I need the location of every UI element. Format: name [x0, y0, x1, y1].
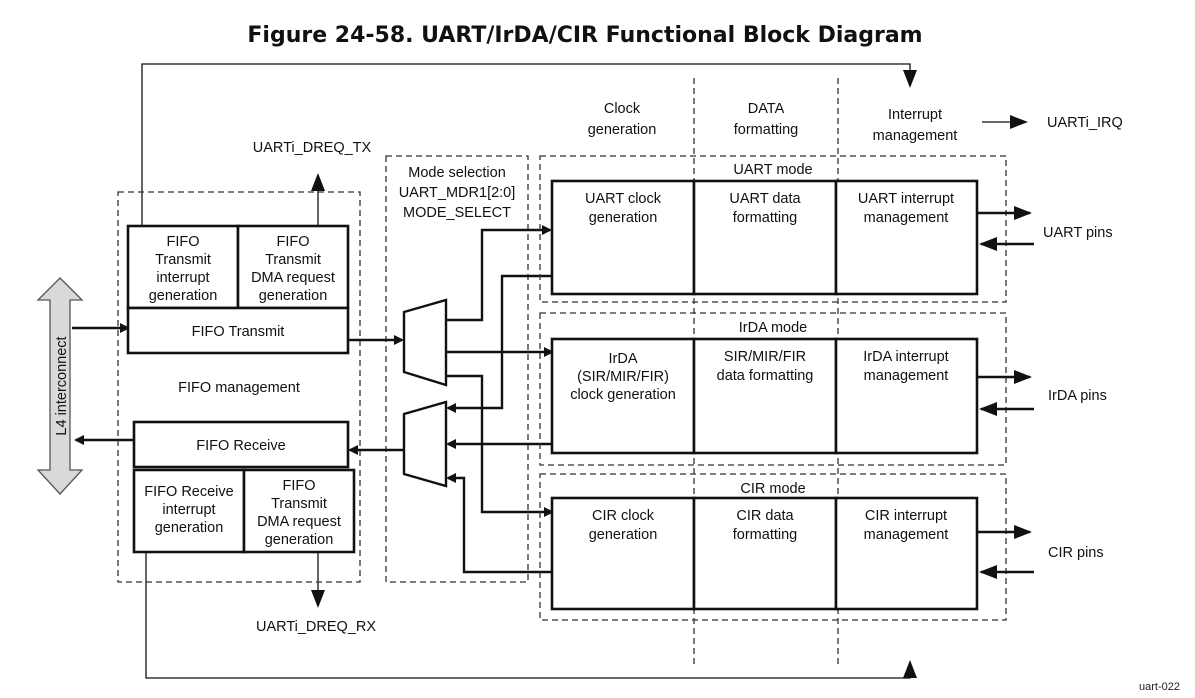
- cir-pins-label: CIR pins: [1048, 545, 1104, 561]
- fifo-rx-dma-box: [242, 468, 356, 554]
- tx-interrupt-feedback-wire: [141, 63, 917, 226]
- uart-clock-line2: generation: [589, 210, 658, 226]
- fifo-tx-dma-line4: generation: [259, 288, 328, 304]
- uart-mode-label: UART mode: [733, 162, 812, 178]
- cir-clock-box: [550, 496, 696, 611]
- irda-clock-box: [550, 337, 696, 455]
- fifo-tx-dma-line2: Transmit: [265, 252, 321, 268]
- irq-label: UARTi_IRQ: [1047, 115, 1123, 131]
- fifo-tx-interrupt-line4: generation: [149, 288, 218, 304]
- fifo-receive-box: [132, 420, 350, 469]
- irda-data-line2: data formatting: [717, 368, 814, 384]
- fifo-tx-interrupt-line2: Transmit: [155, 252, 211, 268]
- irda-pins-label: IrDA pins: [1048, 388, 1107, 404]
- cir-clock-line2: generation: [589, 527, 658, 543]
- column-header-interrupt-line1: Interrupt: [888, 107, 942, 123]
- irda-data-line1: SIR/MIR/FIR: [724, 349, 806, 365]
- fifo-tx-interrupt-line3: interrupt: [156, 270, 209, 286]
- cir-mode-group: [539, 473, 1007, 621]
- demux-to-uart-wire: [446, 225, 552, 322]
- fifo-transmit-label: FIFO Transmit: [192, 324, 285, 340]
- uart-data-line2: formatting: [733, 210, 797, 226]
- column-header-data-line1: DATA: [748, 101, 785, 117]
- uart-clock-line1: UART clock: [585, 191, 662, 207]
- cir-interrupt-box: [834, 496, 979, 611]
- mode-selection-line2: UART_MDR1[2:0]: [399, 185, 516, 201]
- uart-data-line1: UART data: [729, 191, 801, 207]
- cir-data-line2: formatting: [733, 527, 797, 543]
- l4-interconnect-arrow: [36, 277, 84, 495]
- dreq-tx-label: UARTi_DREQ_TX: [253, 140, 372, 156]
- fifo-rx-interrupt-line1: FIFO Receive: [144, 484, 233, 500]
- uart-interrupt-line2: management: [864, 210, 949, 226]
- fifo-management-group: [117, 191, 361, 583]
- uart-data-box: [692, 179, 838, 296]
- tx-demultiplexer: [402, 298, 448, 387]
- fifo-receive-label: FIFO Receive: [196, 438, 285, 454]
- uart-mode-group: [539, 155, 1007, 303]
- irda-data-box: [692, 337, 838, 455]
- rx-interrupt-feedback-wire: [145, 552, 917, 679]
- column-header-clock-line1: Clock: [604, 101, 641, 117]
- cir-interrupt-line1: CIR interrupt: [865, 508, 947, 524]
- dreq-rx-label: UARTi_DREQ_RX: [256, 619, 376, 635]
- irda-mode-label: IrDA mode: [739, 320, 808, 336]
- l4-interconnect-label: L4 interconnect: [54, 336, 70, 435]
- mode-selection-group: [385, 155, 529, 583]
- mode-selection-line3: MODE_SELECT: [403, 205, 511, 221]
- uart-clock-box: [550, 179, 696, 296]
- uart-to-mux-wire: [446, 274, 552, 413]
- fifo-management-label: FIFO management: [178, 380, 300, 396]
- fifo-rx-dma-line1: FIFO: [282, 478, 315, 494]
- irda-clock-line1: IrDA: [609, 351, 638, 367]
- irda-clock-line3: clock generation: [570, 387, 676, 403]
- rx-multiplexer: [402, 400, 448, 488]
- fifo-rx-dma-line2: Transmit: [271, 496, 327, 512]
- irda-mode-group: [539, 312, 1007, 466]
- fifo-rx-dma-line4: generation: [265, 532, 334, 548]
- fifo-tx-interrupt-line1: FIFO: [166, 234, 199, 250]
- uart-pins-label: UART pins: [1043, 225, 1113, 241]
- figure-title: Figure 24-58. UART/IrDA/CIR Functional B…: [247, 23, 922, 48]
- column-header-clock-line2: generation: [588, 122, 657, 138]
- uart-interrupt-box: [834, 179, 979, 296]
- fifo-rx-interrupt-line3: generation: [155, 520, 224, 536]
- figure-id: uart-022: [1139, 681, 1180, 693]
- fifo-transmit-box: [126, 306, 350, 355]
- irda-interrupt-line1: IrDA interrupt: [863, 349, 948, 365]
- cir-clock-line1: CIR clock: [592, 508, 655, 524]
- fifo-rx-dma-line3: DMA request: [257, 514, 341, 530]
- cir-to-mux-wire: [446, 473, 552, 574]
- cir-mode-label: CIR mode: [740, 481, 805, 497]
- mode-selection-line1: Mode selection: [408, 165, 506, 181]
- fifo-tx-dma-line3: DMA request: [251, 270, 335, 286]
- fifo-rx-interrupt-line2: interrupt: [162, 502, 215, 518]
- fifo-tx-dma-line1: FIFO: [276, 234, 309, 250]
- cir-interrupt-line2: management: [864, 527, 949, 543]
- cir-data-box: [692, 496, 838, 611]
- uart-interrupt-line1: UART interrupt: [858, 191, 954, 207]
- column-header-data-line2: formatting: [734, 122, 798, 138]
- cir-data-line1: CIR data: [736, 508, 794, 524]
- irda-interrupt-box: [834, 337, 979, 455]
- irda-interrupt-line2: management: [864, 368, 949, 384]
- irda-clock-line2: (SIR/MIR/FIR): [577, 369, 669, 385]
- column-header-interrupt-line2: management: [873, 128, 958, 144]
